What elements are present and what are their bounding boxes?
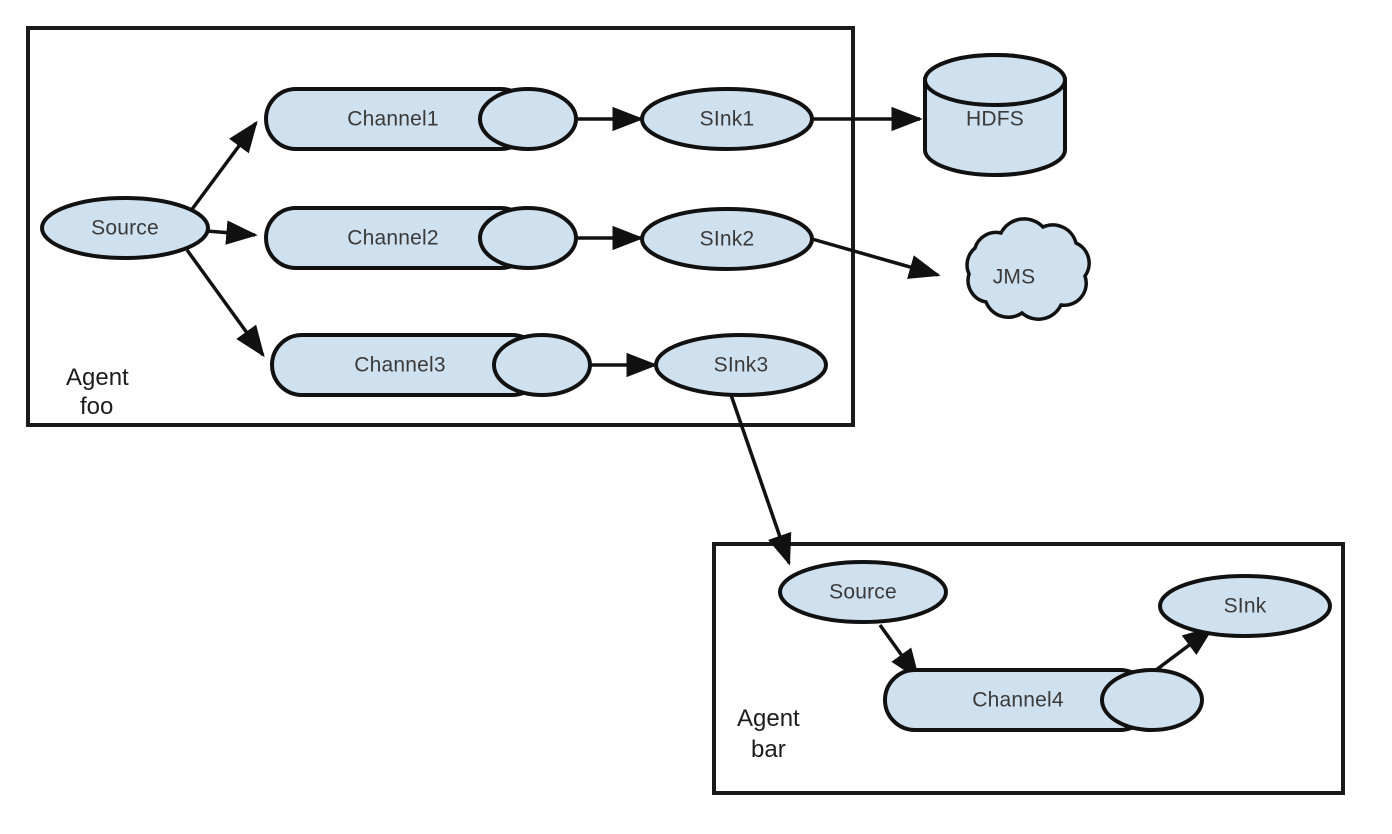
edge-source-to-channel1 bbox=[188, 120, 258, 214]
node-jms-label: JMS bbox=[993, 266, 1036, 289]
edge-sink2-to-jms bbox=[811, 237, 941, 279]
node-bar-sink[interactable]: SInk bbox=[1158, 574, 1332, 638]
edge-channel4-to-bar-sink bbox=[1146, 626, 1215, 678]
agent-foo-label: Agent foo bbox=[66, 364, 129, 420]
node-jms[interactable]: JMS bbox=[965, 217, 1091, 321]
node-channel2[interactable]: Channel2 bbox=[264, 206, 578, 270]
node-bar-source-label: Source bbox=[829, 581, 897, 604]
node-sink1[interactable]: SInk1 bbox=[640, 87, 814, 151]
agent-bar-label-line2: bar bbox=[751, 736, 786, 763]
node-channel1-label: Channel1 bbox=[347, 108, 439, 131]
edge-source-to-channel3 bbox=[185, 248, 265, 358]
node-channel3[interactable]: Channel3 bbox=[270, 333, 592, 397]
edge-sink3-to-bar-source bbox=[728, 391, 792, 566]
agent-foo-label-line2: foo bbox=[80, 393, 113, 420]
node-bar-sink-label: SInk bbox=[1224, 595, 1267, 618]
node-sink3[interactable]: SInk3 bbox=[654, 333, 828, 397]
node-sink1-label: SInk1 bbox=[700, 108, 755, 131]
node-bar-source[interactable]: Source bbox=[778, 560, 948, 624]
node-foo-source[interactable]: Source bbox=[40, 196, 210, 260]
node-sink2-label: SInk2 bbox=[700, 228, 755, 251]
node-hdfs-label: HDFS bbox=[966, 108, 1024, 131]
node-channel1[interactable]: Channel1 bbox=[264, 87, 578, 151]
node-channel4-label: Channel4 bbox=[972, 689, 1064, 712]
agent-bar-box bbox=[712, 542, 1345, 795]
node-sink2[interactable]: SInk2 bbox=[640, 207, 814, 271]
node-channel3-label: Channel3 bbox=[354, 354, 446, 377]
node-sink3-label: SInk3 bbox=[714, 354, 769, 377]
node-channel2-label: Channel2 bbox=[347, 227, 439, 250]
agent-bar-label-line1: Agent bbox=[737, 705, 800, 732]
node-channel4[interactable]: Channel4 bbox=[883, 668, 1204, 732]
agent-bar-label: Agent bar bbox=[737, 705, 800, 763]
node-foo-source-label: Source bbox=[91, 217, 159, 240]
edge-source-to-channel2 bbox=[206, 220, 258, 245]
node-hdfs[interactable]: HDFS bbox=[922, 53, 1068, 177]
agent-foo-label-line1: Agent bbox=[66, 364, 129, 391]
agent-foo-box bbox=[26, 26, 855, 427]
